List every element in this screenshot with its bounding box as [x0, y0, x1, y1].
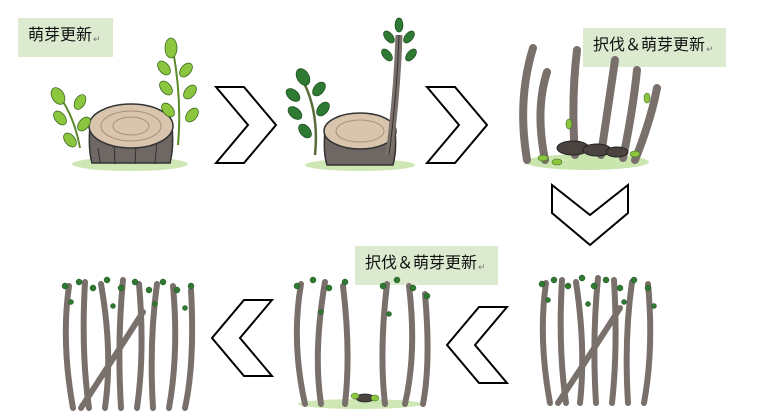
chevron-left-icon	[445, 305, 509, 385]
stage-label-selective-cutting-bottom: 択伐＆萌芽更新↵	[355, 246, 498, 285]
panel-dense-grove-right	[528, 268, 668, 408]
return-mark: ↵	[706, 45, 714, 55]
chevron-down-icon	[550, 183, 630, 247]
stage-label-text: 択伐＆萌芽更新	[365, 253, 478, 272]
return-mark: ↵	[478, 263, 486, 273]
stage-label-text: 萌芽更新	[28, 25, 93, 44]
return-mark: ↵	[93, 35, 101, 45]
dense-grove-illustration	[538, 274, 657, 406]
panel-grove-cut-middle	[285, 272, 435, 412]
grove-cut-illustration	[293, 276, 431, 409]
stump-with-sprouts-illustration	[50, 37, 199, 171]
panel-dense-grove-left	[55, 272, 200, 412]
chevron-left-icon	[210, 298, 274, 378]
growing-tree-illustration	[285, 17, 417, 171]
panel-stump-growing-tree	[285, 15, 425, 175]
stage-label-text: 択伐＆萌芽更新	[593, 35, 706, 54]
panel-selective-cutting-young	[505, 40, 665, 175]
stage-label-sprout-regeneration: 萌芽更新↵	[18, 18, 113, 57]
chevron-right-icon	[425, 85, 489, 165]
stage-label-selective-cutting-top: 択伐＆萌芽更新↵	[583, 28, 726, 67]
multi-stem-cut-illustration	[519, 44, 661, 170]
panel-stump-sprouts	[40, 30, 210, 180]
chevron-right-icon	[214, 85, 278, 165]
mature-grove-illustration	[61, 276, 196, 411]
